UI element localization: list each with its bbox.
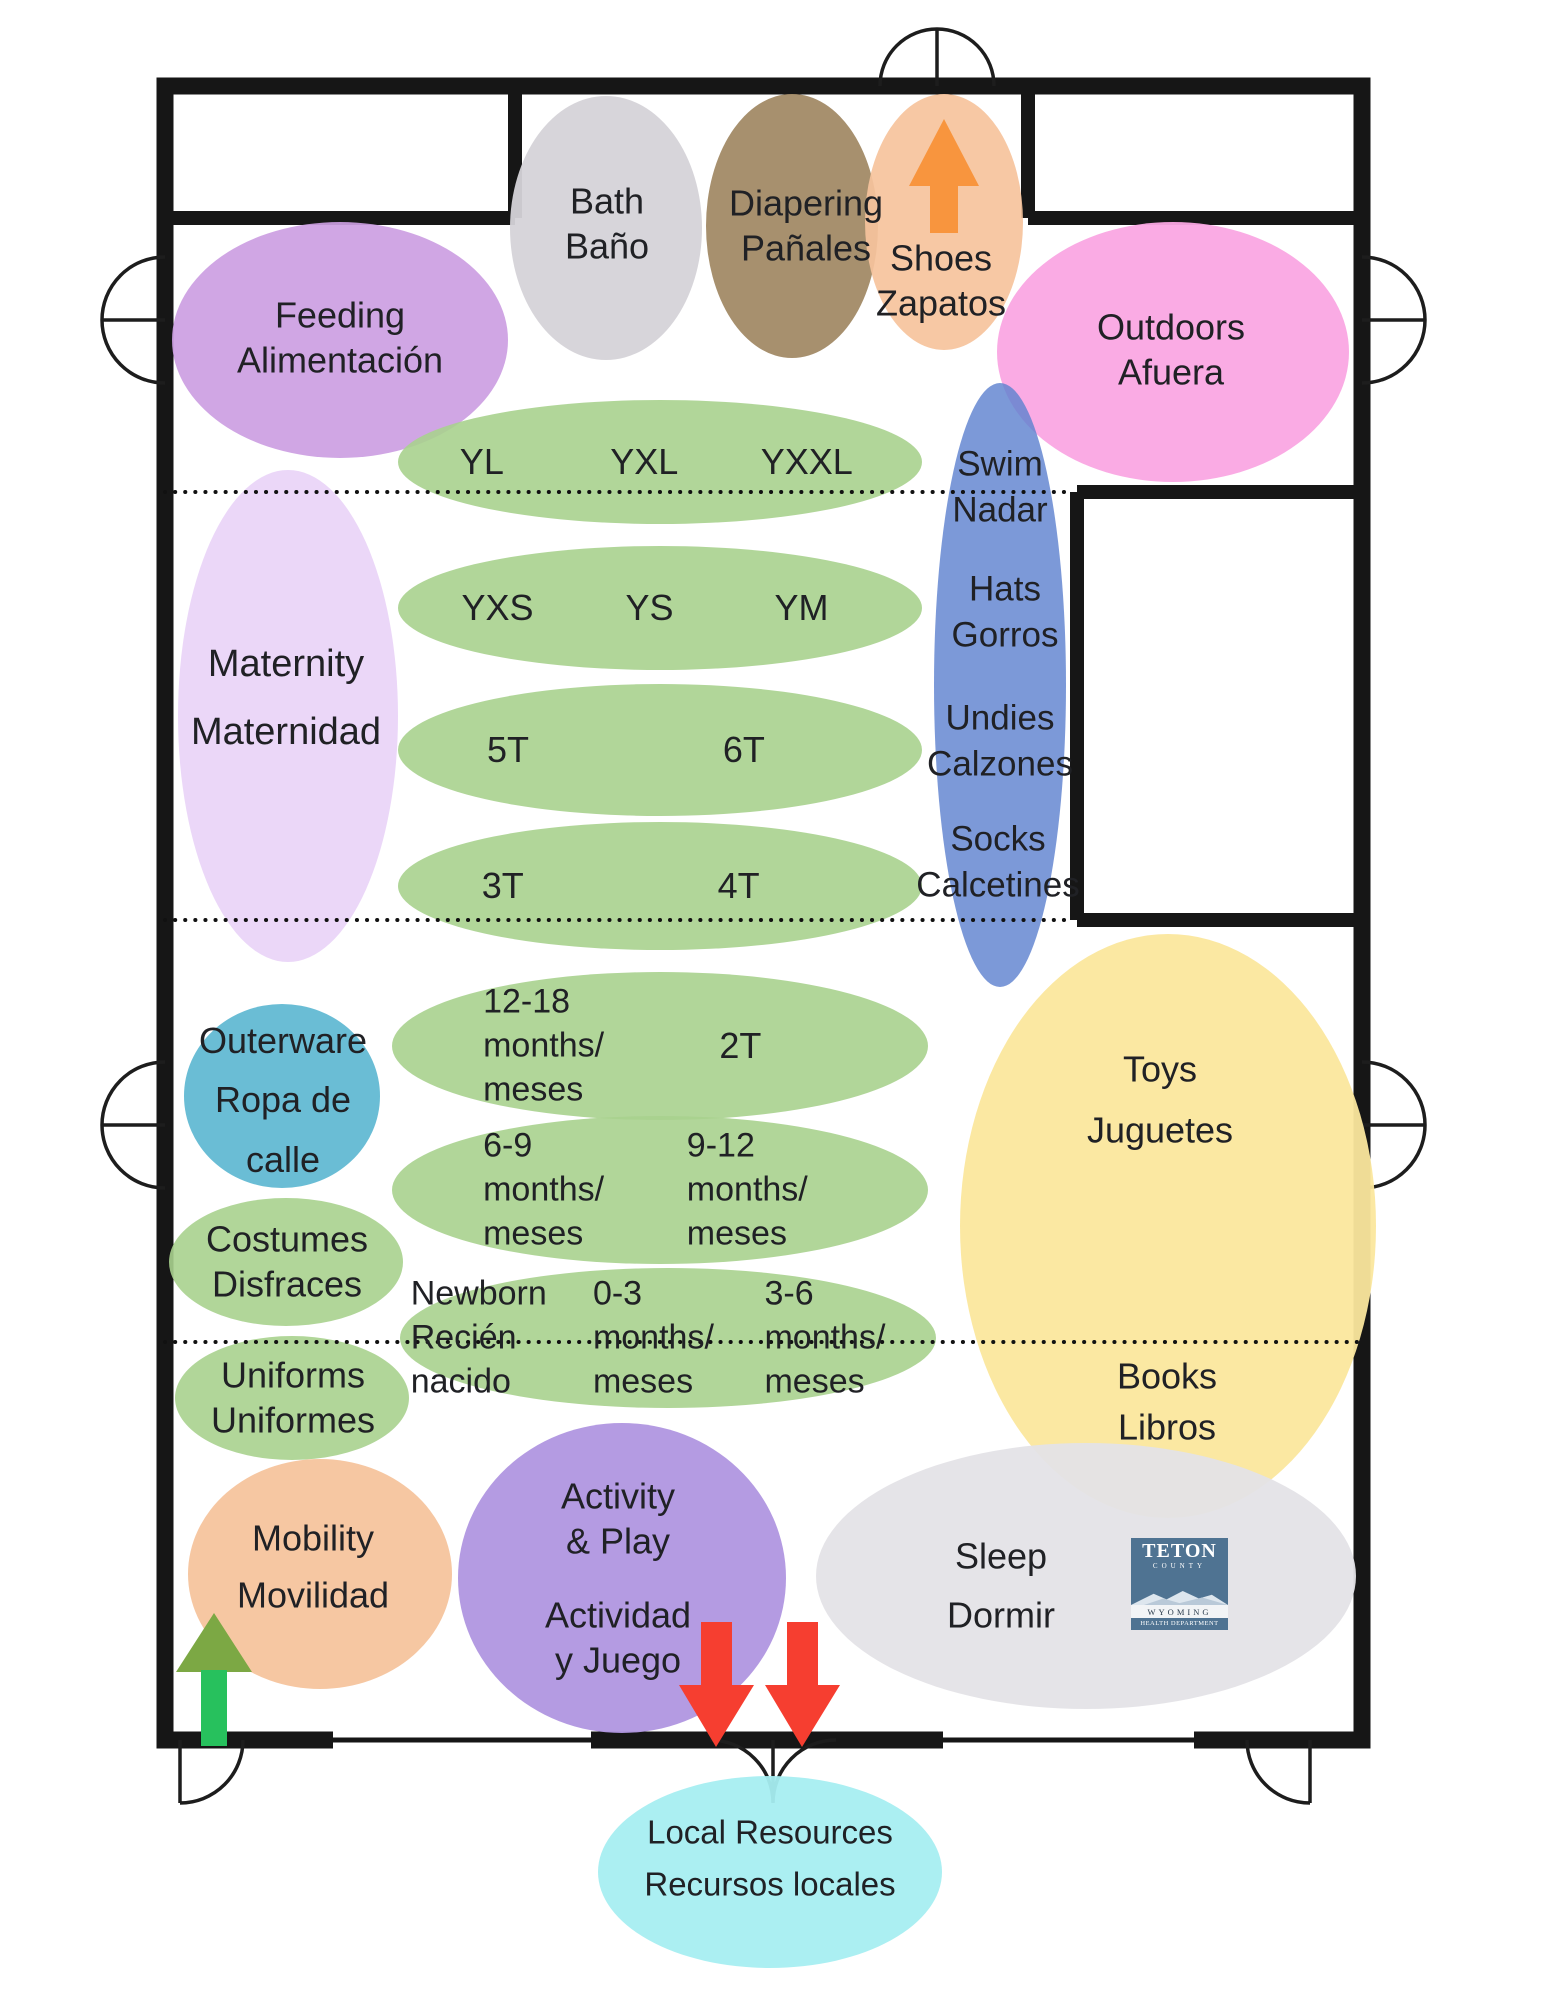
left-lower-door — [100, 1060, 166, 1190]
size-row-3: 5T 6T — [398, 684, 922, 816]
local-resources-down-arrow-icon-2 — [765, 1622, 840, 1747]
toys-label: Toys Juguetes — [1086, 1048, 1234, 1151]
costumes-label: Costumes Disfraces — [205, 1218, 369, 1305]
zone-uniforms — [175, 1336, 409, 1460]
zone-local-resources — [598, 1776, 942, 1968]
size-row-5: 12-18 months/ meses 2T — [392, 972, 928, 1120]
top-double-door — [878, 27, 996, 87]
teton-county-logo: TETON COUNTY WYOMING HEALTH DEPARTMENT — [1131, 1538, 1228, 1630]
swim-label: Swim Nadar — [952, 444, 1048, 530]
left-upper-door — [100, 255, 166, 385]
size-label-ys: YS — [625, 587, 674, 628]
size-row-6-ellipse — [392, 1116, 928, 1264]
diapering-label: Diapering Pañales — [728, 182, 884, 269]
size-label-yxl: YXL — [610, 441, 679, 482]
door-arcs — [100, 27, 1427, 1805]
size-row-6: 6-9 months/ meses 9-12 months/ meses — [392, 1116, 928, 1264]
zone-outerware — [184, 1004, 380, 1188]
size-row-5-ellipse — [392, 972, 928, 1120]
outdoors-label: Outdoors Afuera — [1096, 306, 1246, 393]
bath-label: Bath Baño — [564, 180, 650, 267]
local-resources-down-arrow-icon — [679, 1622, 754, 1747]
size-row-4: 3T 4T — [398, 822, 922, 950]
size-label-9-12-months: 9-12 months/ meses — [686, 1126, 808, 1254]
section-dotted-lines — [163, 490, 1364, 1344]
socks-label: Socks Calcetines — [916, 819, 1080, 905]
size-row-7: Newborn Recién nacido 0-3 months/ meses … — [400, 1268, 936, 1408]
size-label-2t: 2T — [719, 1025, 762, 1066]
local-resources-label: Local Resources Recursos locales — [644, 1813, 896, 1902]
zone-maternity — [178, 470, 398, 962]
mobility-up-arrow-icon — [176, 1613, 252, 1746]
logo-county: COUNTY — [1152, 1562, 1207, 1570]
shoes-label: Shoes Zapatos — [875, 237, 1007, 324]
hats-label: Hats Gorros — [951, 569, 1059, 655]
zone-sleep — [816, 1443, 1356, 1709]
size-label-0-3-months: 0-3 months/ meses — [592, 1274, 714, 1402]
zone-feeding — [172, 222, 508, 458]
size-label-12-18-months: 12-18 months/ meses — [483, 982, 605, 1110]
bottom-right-door — [1245, 1739, 1312, 1805]
activity-label: Activity & Play Actividad y Juego — [544, 1475, 692, 1681]
size-label-6-9-months: 6-9 months/ meses — [483, 1126, 605, 1254]
size-label-4t: 4T — [717, 865, 760, 906]
size-label-newborn: Newborn Recién nacido — [410, 1274, 547, 1402]
bottom-left-door — [178, 1739, 245, 1805]
size-label-3-6-months: 3-6 months/ meses — [764, 1274, 886, 1402]
right-upper-door — [1361, 255, 1427, 385]
size-row-3-ellipse — [398, 684, 922, 816]
logo-state: WYOMING — [1131, 1605, 1228, 1618]
size-label-yl: YL — [459, 441, 504, 482]
size-label-6t: 6T — [722, 729, 765, 770]
top-right-wall — [1021, 86, 1362, 225]
size-row-2: YXS YS YM — [398, 546, 922, 670]
mobility-label: Mobility Movilidad — [236, 1517, 390, 1616]
zone-outdoors — [997, 222, 1349, 482]
maternity-label: Maternity Maternidad — [190, 643, 382, 753]
zone-bath — [510, 96, 702, 360]
size-label-yxxl: YXXL — [760, 441, 853, 482]
undies-label: Undies Calzones — [927, 698, 1073, 784]
feeding-label: Feeding Alimentación — [236, 294, 444, 381]
logo-dept: HEALTH DEPARTMENT — [1131, 1618, 1228, 1630]
size-row-1: YL YXL YXXL — [398, 400, 922, 524]
sleep-label: Sleep Dormir — [947, 1535, 1055, 1636]
zone-costumes — [169, 1198, 403, 1326]
size-row-1-ellipse — [398, 400, 922, 524]
right-room-wall — [1070, 485, 1362, 927]
zone-toys-books — [960, 934, 1376, 1518]
size-row-7-ellipse — [400, 1268, 936, 1408]
outerware-label: Outerware Ropa de calle — [198, 1019, 368, 1180]
shoes-up-arrow-icon — [909, 119, 979, 233]
zone-diapering — [706, 94, 878, 358]
size-label-yxs: YXS — [461, 587, 534, 628]
walls — [156, 77, 1371, 1749]
uniforms-label: Uniforms Uniformes — [210, 1354, 376, 1441]
size-label-ym: YM — [774, 587, 829, 628]
zone-accessories — [934, 383, 1066, 987]
size-row-4-ellipse — [398, 822, 922, 950]
books-label: Books Libros — [1116, 1355, 1218, 1448]
logo-name: TETON — [1142, 1540, 1217, 1562]
size-row-2-ellipse — [398, 546, 922, 670]
size-label-5t: 5T — [487, 729, 530, 770]
mountains-icon — [1131, 1590, 1228, 1605]
bottom-wall-openings — [333, 1726, 1194, 1754]
size-label-3t: 3T — [481, 865, 524, 906]
